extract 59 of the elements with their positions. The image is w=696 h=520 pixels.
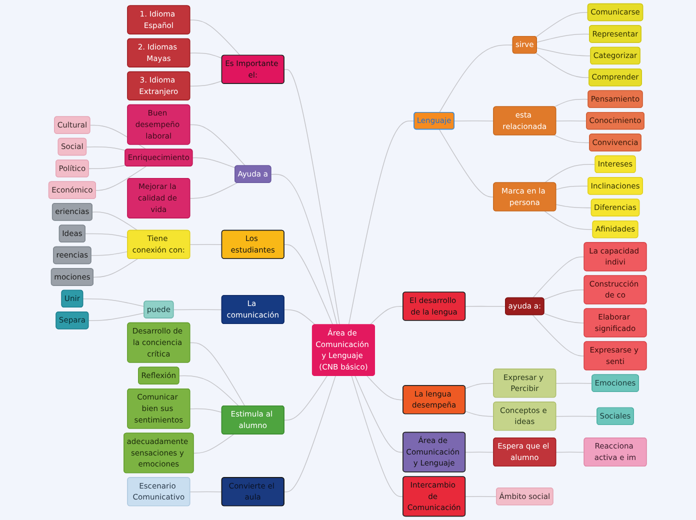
connector [190,80,223,86]
connector [352,375,404,497]
connector [194,434,234,454]
connector [86,146,126,151]
connector [454,120,495,122]
connector [556,120,588,122]
connector [83,298,146,307]
connector [536,52,590,78]
connector [439,129,495,198]
connector [536,48,592,56]
connector [190,244,223,246]
connector [536,12,589,38]
connector [465,496,498,497]
connector [174,309,223,310]
connector [190,342,246,406]
connector [556,382,593,384]
connector [465,410,495,417]
connector [190,124,246,166]
connector [554,134,590,144]
connector [465,452,495,453]
connector [91,251,129,256]
connector [284,375,328,421]
connector [192,157,236,168]
connector [465,382,495,389]
connector [355,375,404,453]
connector [190,20,241,56]
connector [544,313,586,324]
connector [284,309,316,326]
connector [190,182,238,199]
connector [284,244,334,326]
connector [465,306,506,307]
connector [88,312,146,321]
connector [271,174,338,326]
connector [367,375,404,400]
connector [190,52,223,59]
connector [96,166,147,191]
connector [532,256,586,298]
connector [370,306,404,326]
connector [532,314,586,356]
connector [554,98,590,108]
connector [544,164,596,184]
connector [92,212,138,231]
connector [284,375,336,492]
connector [556,452,586,453]
connector [348,120,416,326]
connector [536,34,590,43]
connector [190,408,223,413]
connector [556,416,598,417]
connector [544,210,594,230]
connector [544,290,586,300]
connector [85,233,129,238]
connector [190,491,223,492]
connector [284,69,340,326]
connector [88,164,126,170]
connector [179,375,240,406]
connector [93,258,138,278]
connector [556,204,592,208]
connector [556,186,589,190]
connector [439,44,514,113]
